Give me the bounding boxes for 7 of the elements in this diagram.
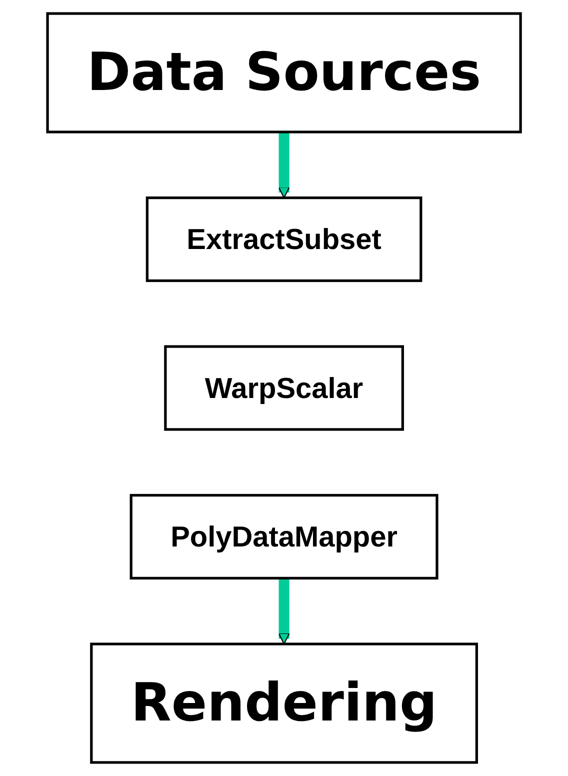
arrow [278, 132, 290, 198]
node-box: WarpScalar [164, 345, 404, 431]
arrow [278, 578, 290, 645]
node-box: Rendering [90, 642, 478, 764]
node-box: PolyDataMapper [130, 494, 438, 580]
node-box: Data Sources [46, 12, 522, 134]
node-box: ExtractSubset [146, 196, 422, 282]
